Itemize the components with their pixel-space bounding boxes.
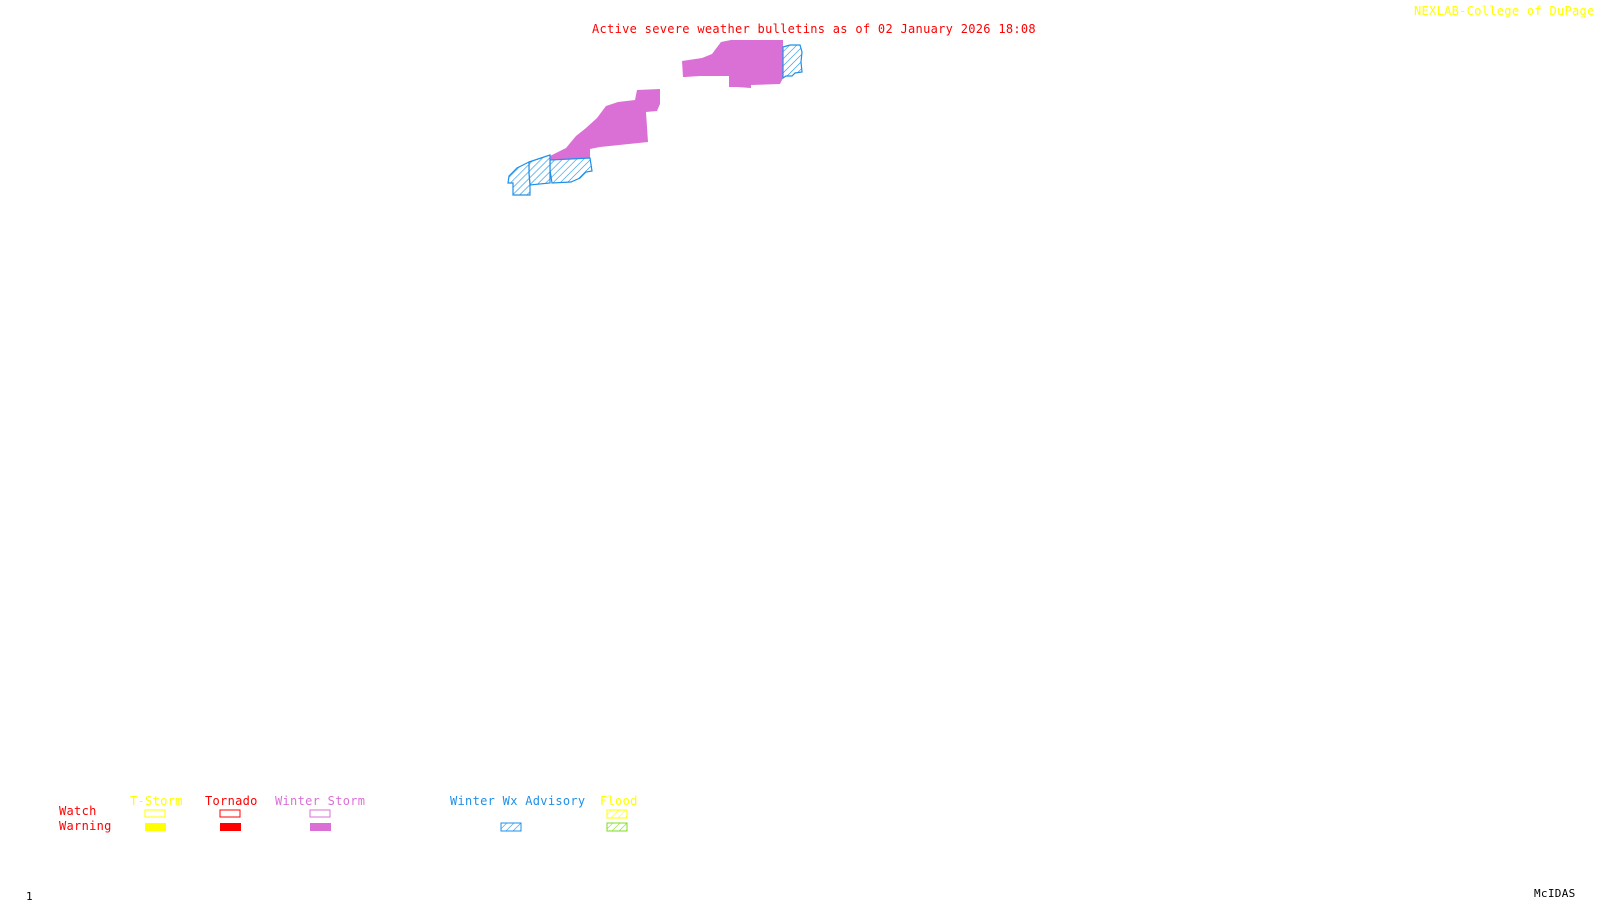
legend-column-tstorm: T-Storm xyxy=(130,794,183,808)
software-label: McIDAS xyxy=(1534,887,1576,900)
frame-number: 1 xyxy=(26,890,33,903)
credit-label: NEXLAB-College of DuPage ® xyxy=(1414,4,1600,18)
legend-column-tornado: Tornado xyxy=(205,794,258,808)
legend-column-winter-storm: Winter Storm xyxy=(275,794,366,808)
legend-row-warning: Warning xyxy=(59,819,112,833)
legend-column-winter-advisory: Winter Wx Advisory xyxy=(450,794,586,808)
winter-advisory-area[interactable] xyxy=(549,157,593,184)
legend-winter-advisory-warning xyxy=(500,822,522,832)
legend-winter-storm-watch xyxy=(309,809,331,818)
legend-flood-watch xyxy=(606,809,628,819)
winter-advisory-area[interactable] xyxy=(507,161,531,196)
legend-tstorm-warning xyxy=(145,823,166,831)
legend-tornado-watch xyxy=(219,809,241,818)
legend-winter-storm-warning xyxy=(310,823,331,831)
legend-column-flood: Flood xyxy=(600,794,638,808)
legend-tstorm-watch xyxy=(144,809,166,818)
winter-advisory-area[interactable] xyxy=(528,154,551,186)
legend-tornado-warning xyxy=(220,823,241,831)
winter-storm-warning-area[interactable] xyxy=(550,89,660,160)
winter-storm-warning-area[interactable] xyxy=(682,40,783,88)
map-title: Active severe weather bulletins as of 02… xyxy=(592,22,1036,36)
legend-row-watch: Watch xyxy=(59,804,97,818)
winter-advisory-area[interactable] xyxy=(782,44,803,80)
legend-flood-warning xyxy=(606,822,628,832)
